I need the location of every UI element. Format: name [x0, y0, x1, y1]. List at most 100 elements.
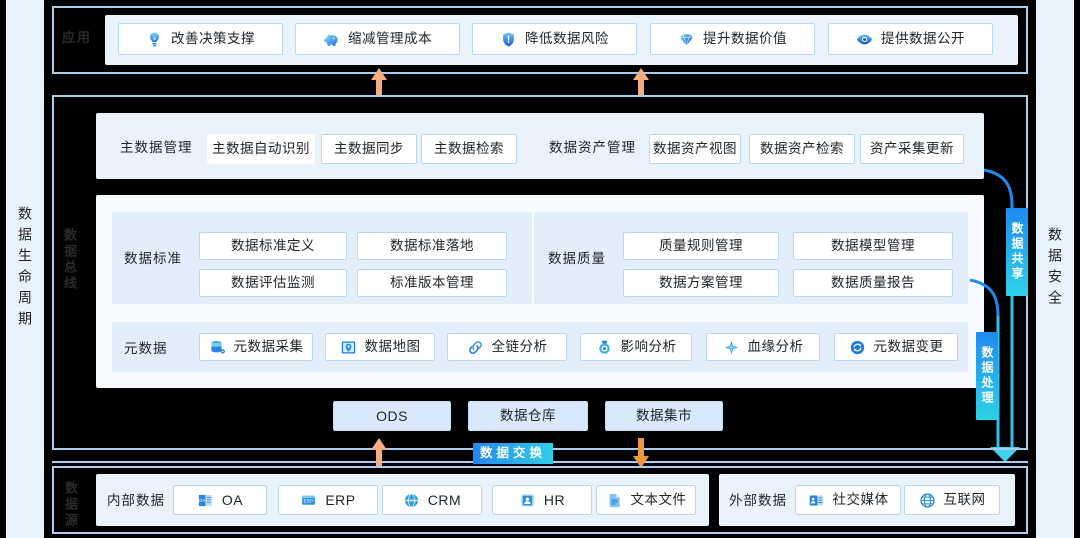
metadata-item-3-label: 影响分析 — [620, 339, 677, 355]
master-data-item-0[interactable]: 主数据自动识别 — [207, 134, 315, 164]
metadata-item-4-label: 血缘分析 — [747, 339, 804, 355]
app-card-4[interactable]: 提供数据公开 — [828, 23, 993, 55]
data-standard-item-2-label: 数据评估监测 — [231, 275, 315, 291]
internal-source-4-label: 文本文件 — [630, 492, 687, 508]
data-bus-section-label: 数据总线 — [62, 228, 77, 292]
data-standard-item-0[interactable]: 数据标准定义 — [199, 232, 347, 260]
data-standard-item-1[interactable]: 数据标准落地 — [357, 232, 507, 260]
crm-globe-icon: CRM — [404, 493, 418, 507]
data-asset-item-2[interactable]: 资产采集更新 — [860, 134, 964, 164]
data-quality-item-0[interactable]: 质量规则管理 — [623, 232, 779, 260]
arrow-down-bus-to-source — [633, 438, 649, 468]
arrow-up-right-to-application — [633, 68, 649, 100]
internal-source-1-label: ERP — [325, 492, 356, 508]
storage-item-2[interactable]: 数据集市 — [605, 401, 723, 431]
app-card-1[interactable]: 缩减管理成本 — [295, 23, 460, 55]
internal-source-3[interactable]: HR — [492, 485, 592, 515]
application-section-label: 应用 — [62, 30, 93, 45]
storage-item-1[interactable]: 数据仓库 — [468, 401, 588, 431]
data-standard-item-3[interactable]: 标准版本管理 — [357, 269, 507, 297]
data-asset-item-2-label: 资产采集更新 — [870, 141, 954, 157]
storage-item-0-label: ODS — [376, 408, 408, 424]
app-card-1-label: 缩减管理成本 — [348, 31, 432, 47]
database-icon — [210, 340, 225, 353]
master-data-item-0-label: 主数据自动识别 — [212, 141, 310, 157]
refresh-circle-icon — [850, 340, 864, 354]
app-card-2[interactable]: 降低数据风险 — [472, 23, 637, 55]
internal-source-2-label: CRM — [427, 492, 462, 508]
data-standard-item-1-label: 数据标准落地 — [390, 238, 474, 254]
data-standard-item-3-label: 标准版本管理 — [390, 275, 474, 291]
data-asset-item-1[interactable]: 数据资产检索 — [749, 134, 855, 164]
internal-source-4[interactable]: 文本文件 — [596, 485, 696, 515]
arrow-up-source-to-bus — [371, 438, 387, 468]
link-icon — [468, 340, 482, 354]
metadata-item-5[interactable]: 元数据变更 — [834, 333, 958, 361]
data-asset-title: 数据资产管理 — [549, 140, 636, 155]
data-exchange-bar: 数据交换 — [473, 443, 553, 464]
data-source-section-label: 数据源 — [63, 481, 78, 529]
app-card-0[interactable]: 改善决策支撑 — [118, 23, 283, 55]
metadata-item-1[interactable]: 数据地图 — [325, 333, 435, 361]
app-card-3[interactable]: 提升数据价值 — [650, 23, 815, 55]
data-quality-item-1[interactable]: 数据模型管理 — [793, 232, 953, 260]
text-file-icon — [609, 493, 620, 507]
internal-source-1[interactable]: ERP ERP — [278, 485, 378, 515]
erp-box-icon: ERP — [302, 495, 316, 505]
oa-book-icon: OA — [198, 494, 213, 506]
svg-text:CRM: CRM — [406, 498, 416, 502]
lightbulb-icon — [149, 31, 160, 47]
data-standard-title: 数据标准 — [124, 251, 182, 266]
right-rail-label: 数据安全 — [1047, 227, 1063, 311]
metadata-item-1-label: 数据地图 — [364, 339, 421, 355]
hr-person-icon — [521, 493, 534, 507]
metadata-item-0-label: 元数据采集 — [233, 339, 304, 355]
master-data-item-2[interactable]: 主数据检索 — [421, 134, 517, 164]
internal-source-2[interactable]: CRM CRM — [382, 485, 482, 515]
data-quality-item-2[interactable]: 数据方案管理 — [623, 269, 779, 297]
internet-globe-icon — [919, 492, 935, 508]
master-data-item-1-label: 主数据同步 — [334, 141, 404, 157]
metadata-item-2[interactable]: 全链分析 — [447, 333, 567, 361]
storage-item-2-label: 数据集市 — [636, 408, 692, 424]
target-icon — [598, 340, 610, 354]
app-card-4-label: 提供数据公开 — [881, 31, 965, 47]
internal-source-0[interactable]: OA OA — [173, 485, 267, 515]
internal-source-3-label: HR — [543, 492, 566, 508]
metadata-item-3[interactable]: 影响分析 — [580, 333, 692, 361]
data-quality-item-0-label: 质量规则管理 — [659, 238, 743, 254]
data-process-badge-label: 数据处理 — [980, 346, 994, 406]
external-source-0-label: 社交媒体 — [832, 492, 889, 508]
metadata-item-2-label: 全链分析 — [491, 339, 548, 355]
storage-item-0[interactable]: ODS — [333, 401, 451, 431]
arrow-up-left-to-application — [371, 68, 387, 100]
svg-text:OA: OA — [198, 498, 205, 503]
diamond-icon — [680, 33, 693, 47]
metadata-item-5-label: 元数据变更 — [873, 339, 944, 355]
metadata-title: 元数据 — [124, 341, 168, 356]
internal-data-title: 内部数据 — [107, 493, 165, 508]
external-source-1-label: 互联网 — [943, 492, 986, 508]
eye-icon — [856, 34, 873, 44]
map-pin-icon — [341, 340, 355, 354]
data-quality-item-1-label: 数据模型管理 — [831, 238, 915, 254]
master-data-item-2-label: 主数据检索 — [434, 141, 504, 157]
data-quality-item-3[interactable]: 数据质量报告 — [793, 269, 953, 297]
data-quality-item-3-label: 数据质量报告 — [831, 275, 915, 291]
metadata-item-0[interactable]: 元数据采集 — [199, 333, 313, 361]
master-data-item-1[interactable]: 主数据同步 — [321, 134, 417, 164]
svg-text:ERP: ERP — [304, 498, 314, 503]
external-source-0[interactable]: 社交媒体 — [795, 485, 901, 515]
shield-icon — [503, 32, 514, 46]
data-standard-item-2[interactable]: 数据评估监测 — [199, 269, 347, 297]
external-source-1[interactable]: 互联网 — [904, 485, 1000, 515]
data-asset-item-1-label: 数据资产检索 — [760, 141, 844, 157]
branch-icon — [724, 340, 738, 354]
app-card-2-label: 降低数据风险 — [525, 31, 609, 47]
app-card-0-label: 改善决策支撑 — [171, 31, 255, 47]
data-asset-item-0-label: 数据资产视图 — [653, 141, 737, 157]
metadata-item-4[interactable]: 血缘分析 — [706, 333, 820, 361]
data-asset-item-0[interactable]: 数据资产视图 — [649, 134, 741, 164]
master-data-title: 主数据管理 — [120, 140, 193, 155]
data-process-badge: 数据处理 — [976, 332, 998, 420]
